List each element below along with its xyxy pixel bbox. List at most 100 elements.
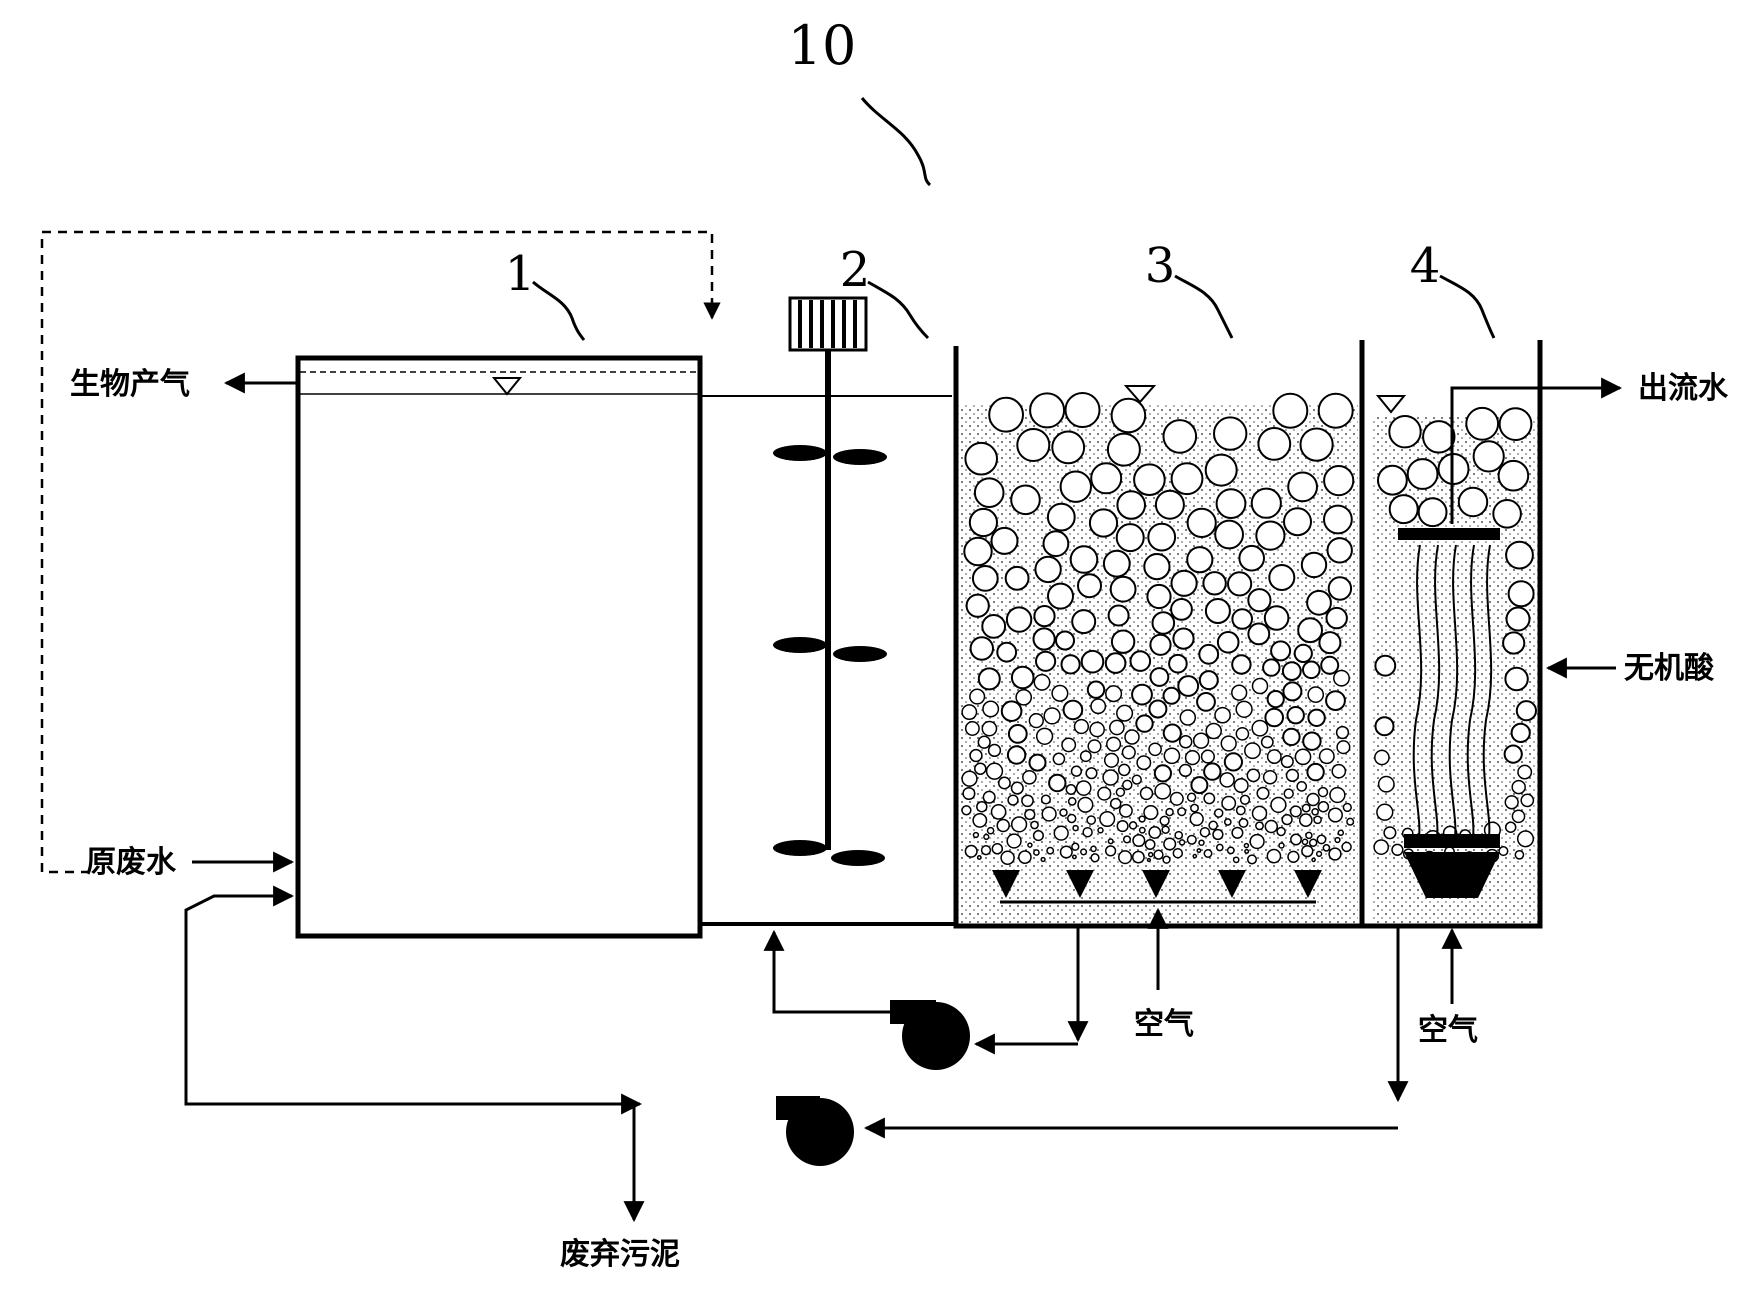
carrier-bubble (1514, 849, 1525, 860)
carrier-bubble (1129, 650, 1152, 672)
carrier-bubble (1313, 815, 1322, 825)
carrier-bubble (1204, 453, 1238, 487)
carrier-bubble (1117, 763, 1131, 777)
carrier-bubble (1337, 829, 1345, 837)
carrier-bubble (1196, 692, 1216, 712)
carrier-bubble (1132, 833, 1146, 848)
carrier-bubble (1327, 807, 1343, 823)
carrier-bubble (1204, 598, 1231, 624)
carrier-bubble (1280, 755, 1294, 769)
carrier-bubble (1266, 749, 1282, 765)
carrier-bubble (1307, 708, 1326, 727)
carrier-bubble (1118, 850, 1133, 865)
carrier-bubble (1146, 857, 1152, 863)
carrier-bubble (996, 818, 1010, 833)
carrier-bubble (1010, 484, 1041, 516)
carrier-bubble (974, 762, 987, 775)
carrier-bubble (1085, 767, 1098, 780)
carrier-bubble (1006, 833, 1022, 849)
carrier-bubble (1059, 808, 1068, 817)
tank-3-carrier-media (961, 392, 1355, 865)
carrier-bubble (981, 614, 1007, 639)
carrier-bubble (1516, 830, 1535, 848)
carrier-bubble (1327, 576, 1353, 601)
carrier-bubble (982, 700, 1000, 718)
carrier-bubble (1231, 654, 1252, 675)
carrier-bubble (1133, 463, 1166, 497)
carrier-bubble (1169, 791, 1184, 806)
carrier-bubble (1061, 737, 1077, 753)
carrier-bubble (1341, 841, 1352, 853)
carrier-bubble (1238, 817, 1249, 828)
carrier-bubble (1010, 665, 1035, 690)
carrier-bubble (1059, 845, 1073, 859)
carrier-bubble (1196, 848, 1202, 854)
carrier-bubble (1055, 630, 1075, 651)
carrier-bubble (1004, 565, 1030, 591)
carrier-bubble (1136, 755, 1152, 771)
carrier-bubble (1208, 820, 1219, 831)
unit-2-number: 2 (840, 242, 871, 298)
carrier-bubble (1329, 786, 1346, 804)
carrier-bubble (964, 721, 980, 736)
carrier-bubble (1029, 392, 1066, 429)
carrier-bubble (1507, 580, 1535, 608)
carrier-bubble (1335, 725, 1350, 740)
carrier-bubble (1322, 844, 1331, 852)
carrier-bubble (969, 688, 986, 705)
unit-2-leader-line (867, 280, 930, 340)
carrier-bubble (1517, 764, 1533, 780)
carrier-bubble (1498, 407, 1533, 442)
carrier-bubble (1417, 497, 1448, 528)
carrier-bubble (1007, 794, 1019, 806)
carrier-bubble (1231, 826, 1244, 839)
carrier-bubble (1174, 830, 1184, 840)
carrier-bubble (1226, 846, 1235, 855)
carrier-bubble (1220, 735, 1237, 752)
carrier-bubble (1177, 807, 1187, 817)
carrier-bubble (1178, 839, 1186, 846)
carrier-bubble (1035, 727, 1054, 745)
carrier-bubble (1323, 465, 1355, 497)
carrier-bubble (1032, 627, 1056, 651)
carrier-bubble (983, 833, 990, 841)
carrier-bubble (990, 804, 1007, 820)
carrier-bubble (1198, 643, 1220, 665)
carrier-bubble (985, 762, 1004, 780)
carrier-bubble (1286, 706, 1305, 725)
waste-sludge-label: 废弃污泥 (560, 1237, 680, 1272)
carrier-bubble (1388, 415, 1422, 449)
carrier-bubble (1131, 850, 1145, 864)
carrier-bubble (1178, 763, 1193, 778)
carrier-bubble (1072, 824, 1079, 832)
carrier-bubble (1147, 851, 1154, 858)
carrier-bubble (1135, 714, 1154, 733)
carrier-bubble (1251, 677, 1269, 695)
carrier-bubble (982, 790, 996, 804)
recirculation-pipe-to-tank-2 (763, 929, 890, 1014)
carrier-bubble (1294, 748, 1312, 766)
carrier-bubble (1214, 519, 1244, 550)
carrier-bubble (969, 748, 983, 763)
carrier-bubble (1308, 838, 1318, 847)
system-leader-line (860, 97, 932, 187)
carrier-bubble (961, 704, 978, 721)
carrier-bubble (1033, 605, 1056, 628)
carrier-bubble (1266, 690, 1285, 709)
carrier-bubble (1238, 544, 1265, 572)
carrier-bubble (1148, 826, 1162, 839)
carrier-bubble (1283, 507, 1312, 537)
carrier-bubble (1282, 727, 1301, 747)
carrier-bubble (1080, 848, 1088, 856)
carrier-bubble (1099, 810, 1116, 828)
carrier-bubble (1317, 392, 1354, 429)
carrier-bubble (1041, 806, 1057, 822)
carrier-bubble (1374, 749, 1390, 766)
carrier-bubble (1520, 793, 1535, 808)
carrier-bubble (1325, 690, 1346, 711)
carrier-bubble (1221, 795, 1237, 811)
carrier-bubble (1000, 850, 1015, 865)
carrier-bubble (976, 800, 988, 813)
carrier-bubble (1122, 835, 1132, 844)
carrier-bubble (1511, 779, 1526, 795)
